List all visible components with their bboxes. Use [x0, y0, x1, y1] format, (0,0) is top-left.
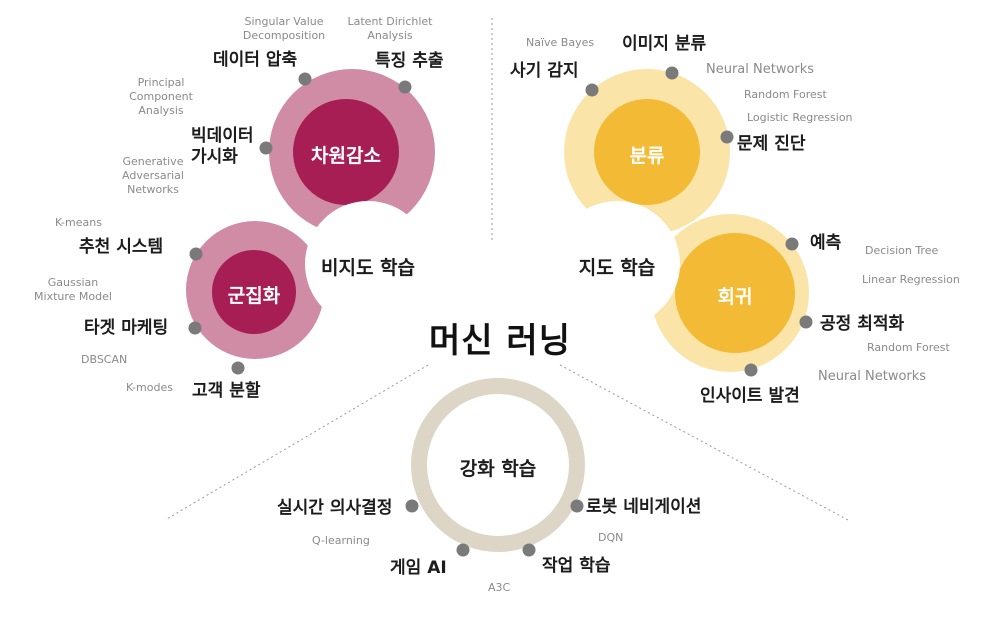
app-insight: 인사이트 발견 — [700, 386, 800, 406]
divider-left — [164, 364, 429, 521]
method-svd: Singular Value Decomposition — [242, 15, 326, 42]
dot-feature-extraction — [398, 80, 412, 94]
method-naive-bayes: Naïve Bayes — [526, 36, 595, 49]
regression-inner — [675, 233, 795, 353]
dot-image-classification — [665, 66, 679, 80]
reinforcement-ring — [411, 378, 585, 552]
classification-label: 분류 — [629, 145, 665, 167]
method-dbscan: DBSCAN — [81, 353, 128, 366]
main-title: 머신 러닝 — [429, 321, 571, 361]
unsupervised-core-label: 비지도 학습 — [320, 257, 415, 279]
app-realtime-decision: 실시간 의사결정 — [277, 498, 393, 518]
app-target-marketing: 타겟 마케팅 — [84, 318, 169, 338]
app-recommender: 추천 시스템 — [79, 237, 164, 257]
method-random-forest-cls: Random Forest — [744, 88, 827, 101]
method-q-learning: Q-learning — [312, 534, 370, 547]
app-robot-navigation: 로봇 네비게이션 — [586, 497, 702, 517]
app-process-optimization: 공정 최적화 — [820, 314, 905, 334]
method-random-forest-reg: Random Forest — [867, 341, 950, 354]
app-fraud-detection: 사기 감지 — [510, 61, 579, 81]
clustering-inner — [212, 250, 296, 334]
method-gan: Generative Adversarial Networks — [122, 155, 184, 196]
dot-process-optimization — [799, 315, 813, 329]
reinforcement-core — [431, 398, 565, 532]
app-task-learning: 작업 학습 — [542, 556, 611, 576]
method-gmm: Gaussian Mixture Model — [34, 276, 112, 303]
classification-inner — [594, 99, 700, 205]
app-forecast: 예측 — [810, 233, 842, 253]
app-diagnosis: 문제 진단 — [737, 134, 806, 154]
app-image-classification: 이미지 분류 — [622, 34, 707, 54]
reinforcement-core-label: 강화 학습 — [459, 458, 537, 480]
dot-game-ai — [456, 543, 470, 557]
dot-insight — [744, 363, 758, 377]
method-linear-regression: Linear Regression — [862, 273, 960, 286]
connector-dots — [188, 66, 813, 557]
app-feature-extraction: 특징 추출 — [375, 51, 444, 71]
app-bigdata-visualization: 빅데이터 가시화 — [191, 126, 254, 167]
method-decision-tree: Decision Tree — [865, 244, 939, 257]
app-game-ai: 게임 AI — [390, 558, 447, 578]
dot-target-marketing — [188, 321, 202, 335]
method-neural-networks-reg: Neural Networks — [818, 369, 927, 384]
method-logistic-regression: Logistic Regression — [747, 111, 853, 124]
app-customer-segmentation: 고객 분할 — [192, 381, 261, 401]
method-lda: Latent Dirichlet Analysis — [347, 15, 433, 42]
dot-fraud-detection — [585, 83, 599, 97]
method-pca: Principal Component Analysis — [129, 76, 193, 117]
supervised-core — [554, 201, 680, 327]
method-kmeans: K-means — [55, 216, 102, 229]
method-kmodes: K-modes — [126, 381, 173, 394]
supervised-core-label: 지도 학습 — [578, 257, 656, 279]
dot-task-learning — [522, 543, 536, 557]
dim-reduction-inner — [293, 99, 399, 205]
dot-recommender — [189, 247, 203, 261]
dot-customer-segmentation — [231, 361, 245, 375]
dot-bigdata-visualization — [259, 141, 273, 155]
method-neural-networks-cls: Neural Networks — [706, 62, 815, 77]
app-data-compression: 데이터 압축 — [213, 50, 298, 70]
clustering-label: 군집화 — [227, 285, 281, 307]
dot-diagnosis — [720, 130, 734, 144]
dot-forecast — [785, 237, 799, 251]
method-a3c: A3C — [488, 581, 511, 594]
method-dqn: DQN — [598, 531, 624, 544]
dim-reduction-label: 차원감소 — [311, 145, 381, 167]
dot-realtime-decision — [405, 499, 419, 513]
dot-robot-navigation — [570, 499, 584, 513]
unsupervised-core — [305, 201, 431, 327]
dot-data-compression — [298, 72, 312, 86]
regression-label: 회귀 — [717, 286, 753, 308]
